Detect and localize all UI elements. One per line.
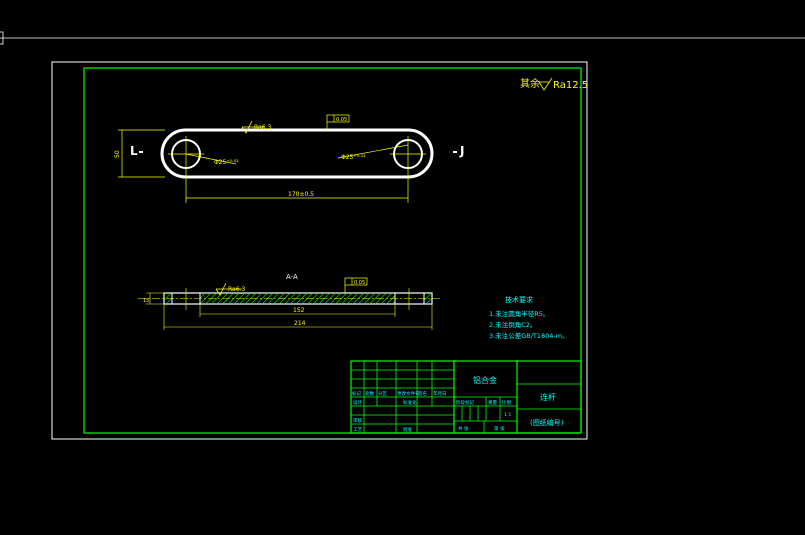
sheet-border: [51, 61, 588, 440]
svg-text:标记: 标记: [352, 390, 361, 397]
section-view: A-A 15 152 214: [138, 273, 440, 330]
svg-text:Ra12.5: Ra12.5: [553, 80, 588, 91]
svg-text:审核: 审核: [353, 417, 362, 424]
svg-text:工艺: 工艺: [353, 427, 362, 433]
svg-text:0.05: 0.05: [354, 280, 365, 286]
title-block: [350, 360, 582, 434]
svg-text:50: 50: [114, 150, 121, 158]
svg-text:更改文件号: 更改文件号: [397, 390, 420, 397]
drawing-frame: [83, 67, 582, 434]
svg-text:J: J: [459, 144, 464, 158]
svg-text:处数: 处数: [365, 390, 374, 397]
svg-text:3.未注公差GB/T1804-m。: 3.未注公差GB/T1804-m。: [489, 331, 569, 340]
svg-text:214: 214: [294, 320, 306, 327]
svg-text:2.未注倒角C2。: 2.未注倒角C2。: [489, 320, 536, 329]
svg-text:重量: 重量: [488, 399, 497, 406]
svg-text:L: L: [130, 144, 138, 158]
svg-text:共 张: 共 张: [458, 425, 469, 432]
svg-text:阶段标记: 阶段标记: [456, 399, 474, 406]
title-block-text: 标记 处数 分区 更改文件号 签名 年月日 设计 标准化 审核 工艺 批准 铝合…: [352, 375, 564, 433]
svg-text:Ra6.3: Ra6.3: [228, 286, 245, 293]
svg-text:铝合金: 铝合金: [473, 375, 497, 385]
svg-text:1:1: 1:1: [504, 412, 511, 418]
svg-text:设计: 设计: [353, 399, 362, 406]
svg-text:其余: 其余: [520, 77, 540, 90]
svg-text:Φ25⁺⁰·⁰²: Φ25⁺⁰·⁰²: [341, 154, 366, 161]
link-outline: [160, 128, 434, 179]
svg-text:Φ25⁺⁰·⁰²: Φ25⁺⁰·⁰²: [214, 159, 239, 166]
svg-text:分区: 分区: [378, 390, 387, 397]
svg-text:Ra6.3: Ra6.3: [254, 124, 271, 131]
svg-text:170±0.5: 170±0.5: [288, 191, 314, 198]
svg-text:批准: 批准: [403, 426, 412, 433]
svg-text:签名: 签名: [418, 390, 427, 397]
svg-text:标准化: 标准化: [403, 399, 417, 406]
svg-text:比例: 比例: [502, 399, 511, 406]
svg-text:1.未注圆角半径R5。: 1.未注圆角半径R5。: [489, 309, 549, 318]
svg-text:第 张: 第 张: [494, 425, 505, 432]
svg-text:连杆: 连杆: [540, 392, 556, 402]
svg-text:152: 152: [293, 307, 305, 314]
technical-requirements: 技术要求 1.未注圆角半径R5。 2.未注倒角C2。 3.未注公差GB/T180…: [489, 295, 569, 340]
svg-text:A-A: A-A: [286, 273, 298, 281]
general-roughness-note: 其余 Ra12.5: [520, 77, 588, 91]
svg-text:0.05: 0.05: [336, 117, 347, 123]
top-view: 50 170±0.5 Φ25⁺⁰·⁰² Φ25⁺⁰·⁰² Ra6.3 0.05 …: [114, 114, 464, 203]
svg-text:15: 15: [143, 298, 149, 304]
cad-cursor-box: [0, 31, 4, 45]
svg-text:(图纸编号): (图纸编号): [530, 418, 564, 427]
svg-text:技术要求: 技术要求: [505, 295, 533, 304]
svg-text:年月日: 年月日: [433, 390, 447, 397]
